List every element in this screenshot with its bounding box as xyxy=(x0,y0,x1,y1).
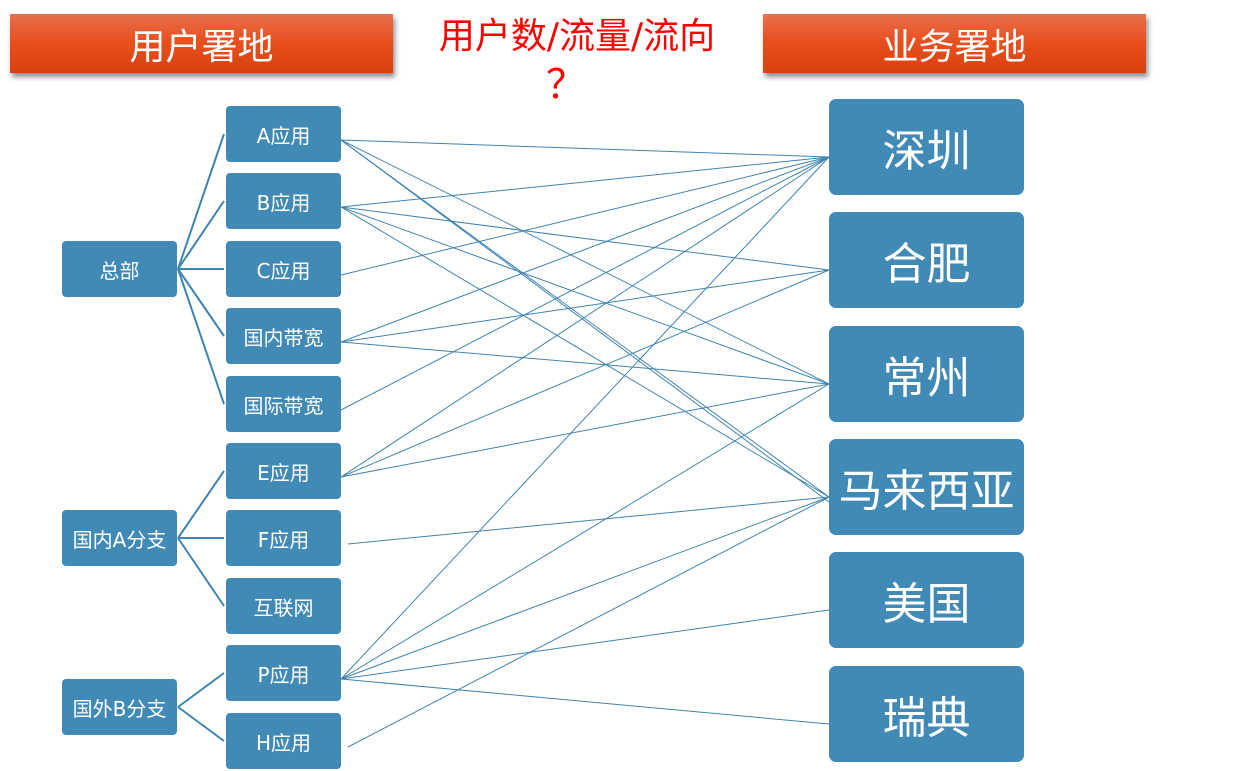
application-node: 国内带宽 xyxy=(226,308,341,364)
flow-edge xyxy=(340,678,830,725)
tree-branch xyxy=(177,470,225,539)
flow-edge xyxy=(340,156,830,208)
flow-edge xyxy=(340,609,830,680)
flow-edge xyxy=(347,496,830,748)
location-node: 常州 xyxy=(829,326,1024,422)
flow-edge xyxy=(340,206,830,271)
flow-edge xyxy=(340,383,830,478)
flow-edge xyxy=(347,496,830,545)
tree-branch xyxy=(177,672,225,708)
application-node: F应用 xyxy=(226,510,341,566)
flow-edge xyxy=(340,496,830,680)
tree-branch xyxy=(177,268,225,337)
user-location-header: 用户署地 xyxy=(10,14,393,73)
user-group-node: 国外B分支 xyxy=(62,679,177,735)
flow-edge xyxy=(340,383,830,680)
location-node: 深圳 xyxy=(829,99,1024,195)
flow-edge xyxy=(340,269,830,478)
flow-edge xyxy=(340,139,830,385)
flow-edge xyxy=(340,206,830,385)
business-location-header: 业务署地 xyxy=(763,14,1146,73)
application-node: B应用 xyxy=(226,173,341,229)
application-node: E应用 xyxy=(226,443,341,499)
flow-edge xyxy=(340,139,830,158)
application-node: 国际带宽 xyxy=(226,376,341,432)
flow-edge xyxy=(340,269,830,343)
tree-branch xyxy=(177,200,225,270)
user-group-node: 国内A分支 xyxy=(62,510,177,566)
flow-edge xyxy=(340,156,830,680)
application-node: H应用 xyxy=(226,713,341,769)
tree-branch xyxy=(177,268,225,405)
flow-edge xyxy=(340,156,830,276)
flow-edge xyxy=(340,206,830,498)
application-node: P应用 xyxy=(226,645,341,701)
application-node: A应用 xyxy=(226,106,341,162)
user-group-node: 总部 xyxy=(62,241,177,297)
flow-edge xyxy=(340,139,830,503)
diagram-title: 用户数/流量/流向 xyxy=(438,16,716,57)
flow-edge xyxy=(340,156,830,411)
location-node: 美国 xyxy=(829,552,1024,648)
flow-edge xyxy=(340,139,830,498)
application-node: 互联网 xyxy=(226,578,341,634)
question-mark: ？ xyxy=(546,62,586,108)
location-node: 马来西亚 xyxy=(829,439,1024,535)
tree-branch xyxy=(177,133,225,270)
tree-branch xyxy=(177,537,225,607)
flow-edge xyxy=(340,156,830,478)
location-node: 瑞典 xyxy=(829,666,1024,762)
flow-edge xyxy=(340,341,830,385)
location-node: 合肥 xyxy=(829,212,1024,308)
application-node: C应用 xyxy=(226,241,341,297)
tree-branch xyxy=(177,706,225,742)
flow-edge xyxy=(340,156,830,343)
